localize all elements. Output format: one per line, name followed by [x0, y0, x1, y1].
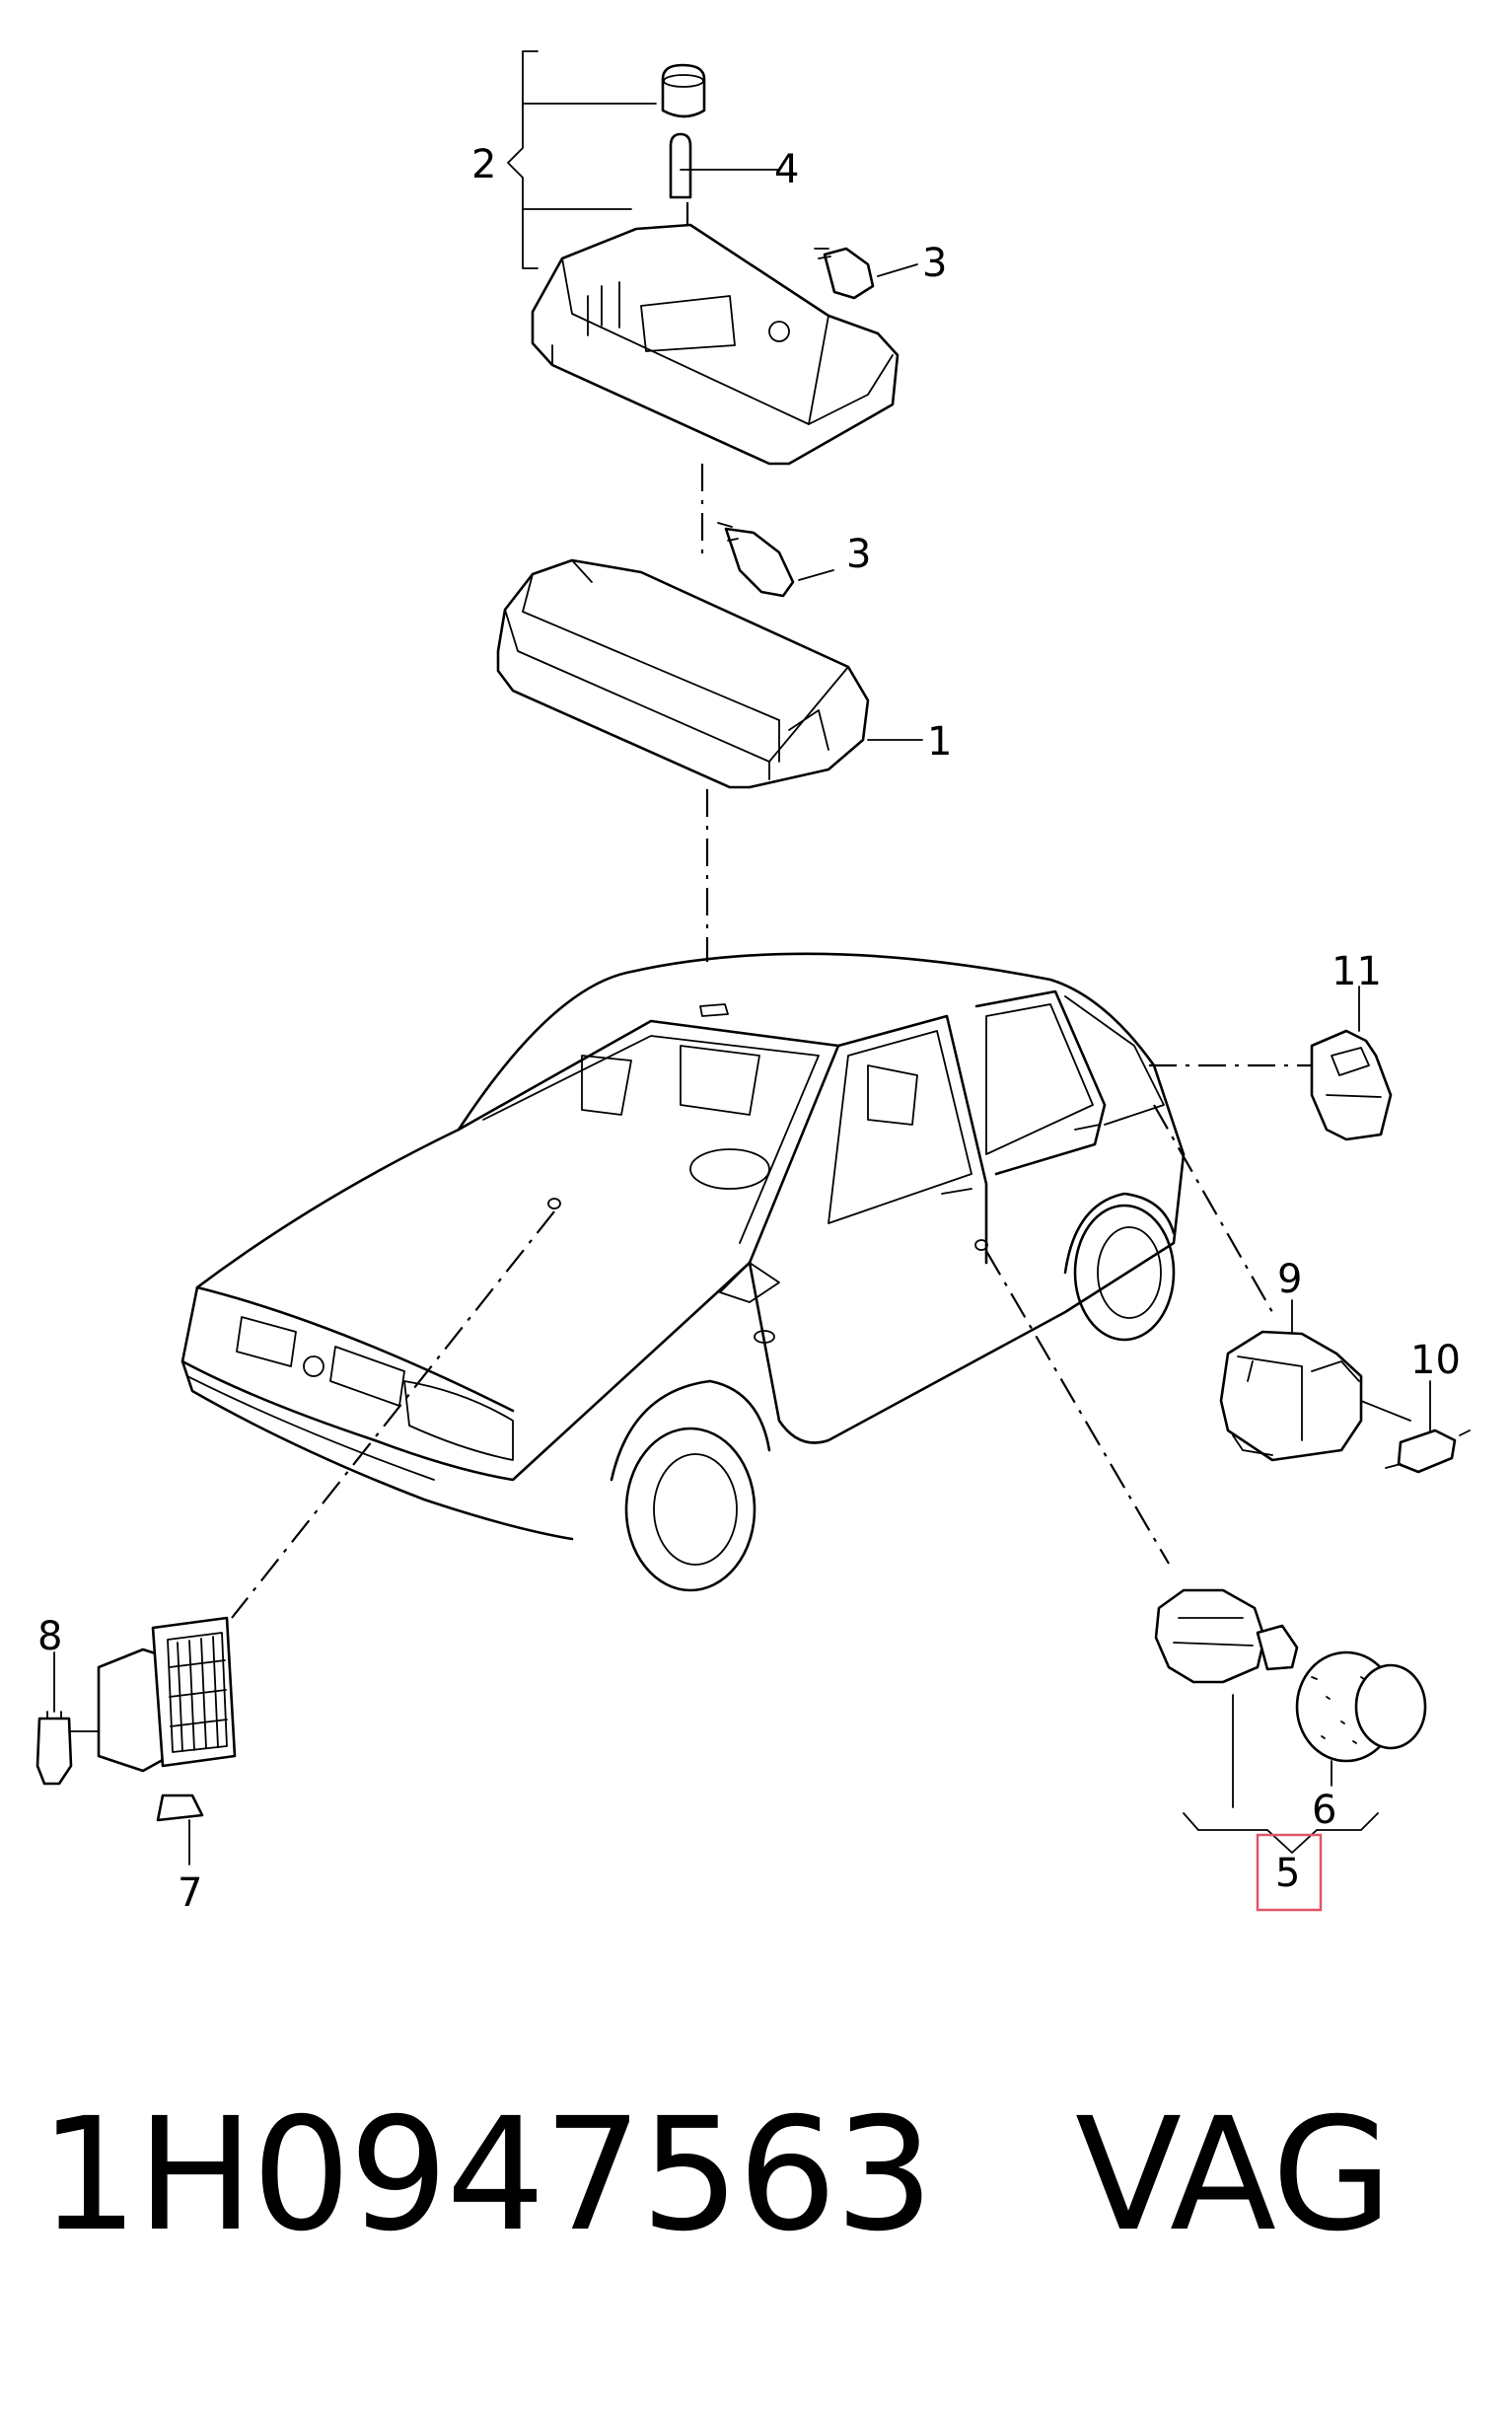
door-contact-switch-11 — [1310, 986, 1393, 1141]
callout-5: 5 — [1275, 1851, 1300, 1896]
parts-diagram: 2 4 3 3 1 11 9 10 8 7 6 5 — [36, 50, 1471, 1916]
callout-7: 7 — [178, 1870, 202, 1916]
callout-9: 9 — [1277, 1257, 1302, 1302]
part-number: 1H0947563 — [39, 2085, 934, 2266]
bulb-holder-5 — [1154, 1588, 1299, 1808]
interior-lamp-1 — [496, 522, 923, 962]
callout-6: 6 — [1312, 1788, 1336, 1833]
callout-8: 8 — [37, 1614, 62, 1659]
callout-3-lower: 3 — [846, 532, 871, 577]
callout-1: 1 — [927, 719, 952, 765]
part-info-footer: 1H0947563 VAG — [39, 2077, 1479, 2274]
lamp-housing-9 — [1219, 1299, 1411, 1462]
bulb-6 — [1295, 1650, 1427, 1787]
dome-lamp-assembly-2 — [507, 50, 918, 562]
callout-2: 2 — [471, 142, 496, 187]
callout-4: 4 — [774, 147, 799, 192]
callout-11: 11 — [1332, 949, 1382, 994]
lamp-assembly-8-7 — [36, 1616, 237, 1866]
bulb-10 — [1385, 1380, 1471, 1474]
callout-5-highlight-box — [1256, 1833, 1323, 1912]
callout-3-upper: 3 — [922, 241, 947, 286]
car-illustration — [180, 952, 1312, 1619]
brand-name: VAG — [1075, 2085, 1393, 2266]
callout-10: 10 — [1410, 1338, 1461, 1383]
